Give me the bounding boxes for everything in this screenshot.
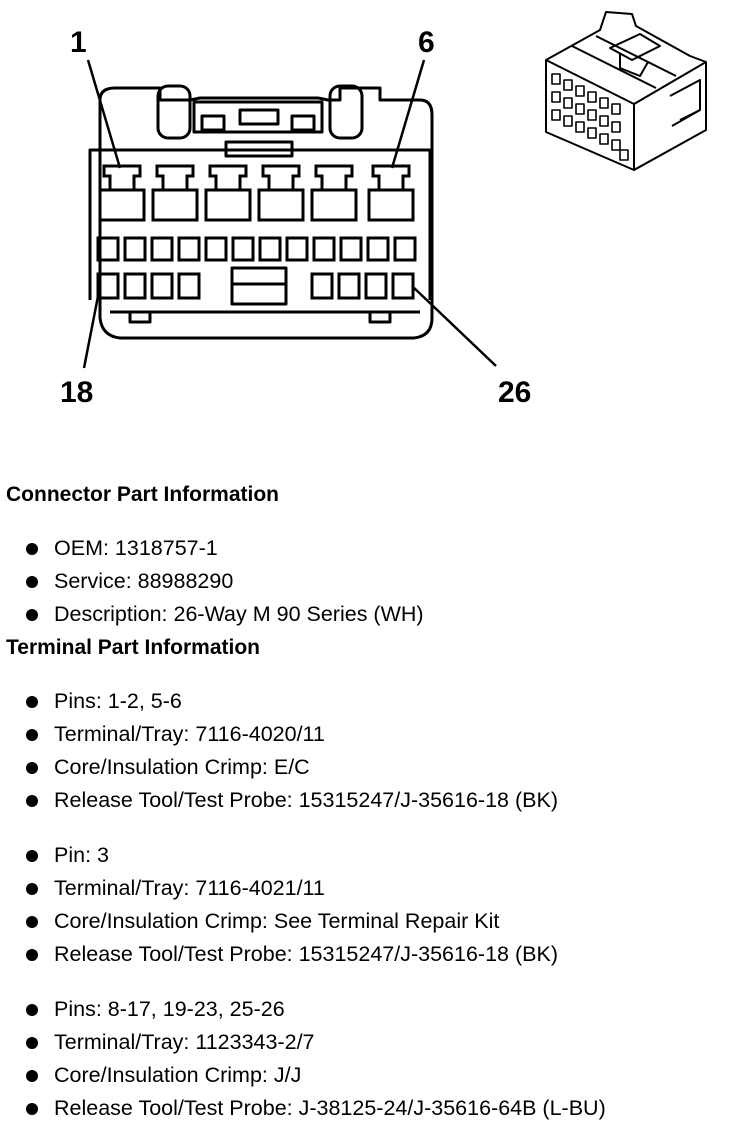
small-cavity (177, 236, 201, 262)
bottom-cavity-row (96, 272, 415, 300)
pin-label-1: 1 (70, 26, 87, 59)
leader-line-6 (390, 59, 426, 169)
small-cavity (123, 236, 147, 262)
connector-section-title: Connector Part Information (6, 483, 280, 506)
small-cavity (96, 272, 120, 300)
list-item: Pin: 3 (6, 839, 734, 872)
middle-cavity-row (96, 236, 417, 262)
leader-line-1 (86, 59, 122, 169)
bullet-icon (26, 1037, 38, 1049)
small-cavity (177, 272, 201, 300)
list-item: Terminal/Tray: 7116-4021/11 (6, 872, 734, 905)
large-cavity (151, 164, 199, 222)
leader-line-26 (411, 285, 497, 367)
connector-isometric-view (545, 11, 707, 171)
bullet-icon (26, 949, 38, 961)
pin-label-6: 6 (418, 26, 435, 59)
large-cavity (310, 164, 358, 222)
bullet-icon (26, 1070, 38, 1082)
small-cavity (337, 272, 361, 300)
pin-label-18: 18 (60, 376, 93, 409)
bullet-icon (26, 543, 38, 555)
small-cavity (150, 272, 174, 300)
small-cavity (393, 236, 417, 262)
list-item: Core/Insulation Crimp: J/J (6, 1059, 734, 1092)
small-cavity (312, 236, 336, 262)
list-item: Core/Insulation Crimp: E/C (6, 751, 734, 784)
bullet-icon (26, 609, 38, 621)
small-cavity (391, 272, 415, 300)
small-cavity (123, 272, 147, 300)
list-item: Release Tool/Test Probe: 15315247/J-3561… (6, 938, 734, 971)
connector-housing (98, 86, 434, 340)
small-cavity (339, 236, 363, 262)
list-item: Core/Insulation Crimp: See Terminal Repa… (6, 905, 734, 938)
small-cavity (204, 236, 228, 262)
leader-line-18 (82, 285, 102, 369)
terminal-group-3: Pins: 8-17, 19-23, 25-26 Terminal/Tray: … (6, 993, 734, 1125)
list-item: Pins: 8-17, 19-23, 25-26 (6, 993, 734, 1026)
list-item: Release Tool/Test Probe: J-38125-24/J-35… (6, 1092, 734, 1125)
large-cavity (257, 164, 305, 222)
small-cavity (96, 236, 120, 262)
large-cavity-row (98, 164, 415, 222)
small-cavity (364, 272, 388, 300)
right-latch (328, 84, 364, 140)
bullet-icon (26, 916, 38, 928)
bullet-icon (26, 762, 38, 774)
center-key (230, 266, 288, 306)
bullet-icon (26, 850, 38, 862)
small-cavity (258, 236, 282, 262)
small-cavity (366, 236, 390, 262)
small-cavity (150, 236, 174, 262)
bullet-icon (26, 729, 38, 741)
list-item: Pins: 1-2, 5-6 (6, 685, 734, 718)
terminal-section-title: Terminal Part Information (6, 636, 260, 659)
list-item: Release Tool/Test Probe: 15315247/J-3561… (6, 784, 734, 817)
bullet-icon (26, 795, 38, 807)
large-cavity (98, 164, 146, 222)
list-item: Terminal/Tray: 1123343-2/7 (6, 1026, 734, 1059)
part-information: Connector Part Information OEM: 1318757-… (6, 478, 734, 1125)
small-cavity (285, 236, 309, 262)
large-cavity (367, 164, 415, 222)
terminal-group-1: Pins: 1-2, 5-6 Terminal/Tray: 7116-4020/… (6, 685, 734, 817)
left-latch (156, 84, 192, 140)
connector-diagram: 1 6 18 26 (60, 11, 707, 409)
bullet-icon (26, 1103, 38, 1115)
terminal-group-2: Pin: 3 Terminal/Tray: 7116-4021/11 Core/… (6, 839, 734, 971)
bullet-icon (26, 576, 38, 588)
connector-info-list: OEM: 1318757-1 Service: 88988290 Descrip… (6, 532, 734, 631)
bullet-icon (26, 883, 38, 895)
center-lock (192, 100, 324, 134)
pin-label-26: 26 (498, 376, 531, 409)
list-item: Service: 88988290 (6, 565, 734, 598)
list-item: Terminal/Tray: 7116-4020/11 (6, 718, 734, 751)
bullet-icon (26, 696, 38, 708)
list-item: OEM: 1318757-1 (6, 532, 734, 565)
small-cavity (310, 272, 334, 300)
bullet-icon (26, 1004, 38, 1016)
large-cavity (204, 164, 252, 222)
small-cavity (231, 236, 255, 262)
list-item: Description: 26-Way M 90 Series (WH) (6, 598, 734, 631)
